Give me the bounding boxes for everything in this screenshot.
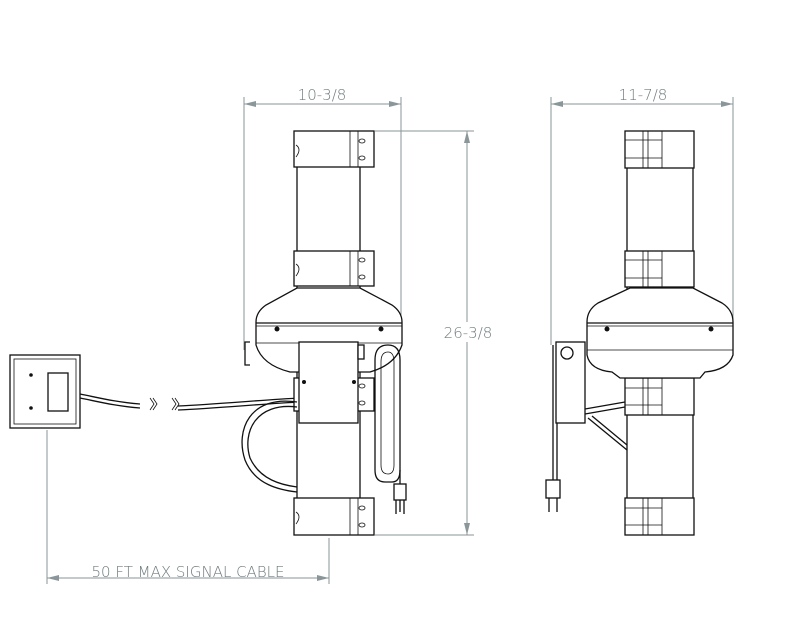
collar-bottom bbox=[293, 497, 375, 536]
control-box bbox=[298, 341, 359, 424]
fan-side-view bbox=[241, 130, 407, 536]
fan-front-view bbox=[545, 130, 734, 536]
signal-cable-left bbox=[79, 393, 141, 405]
front-collar-bottom bbox=[624, 497, 695, 536]
front-collar-top bbox=[624, 130, 695, 169]
signal-cable-right bbox=[177, 397, 301, 407]
dimension-signal-cable: 50 FT MAX SIGNAL CABLE bbox=[46, 430, 330, 584]
front-collar-middle bbox=[624, 250, 695, 288]
remote-controller bbox=[9, 354, 301, 429]
front-switch bbox=[560, 346, 574, 360]
power-plug bbox=[393, 483, 407, 501]
front-power-plug bbox=[545, 479, 561, 499]
front-width-label: 11-7/8 bbox=[619, 86, 668, 104]
dimension-front-width: 11-7/8 bbox=[550, 86, 734, 345]
dimension-height: 26-3/8 bbox=[375, 130, 496, 536]
switch bbox=[357, 344, 365, 360]
fan-housing bbox=[255, 287, 403, 373]
mounting-bracket bbox=[244, 341, 250, 366]
side-width-label: 10-3/8 bbox=[298, 86, 347, 104]
dimension-side-width: 10-3/8 bbox=[243, 86, 402, 350]
collar-middle bbox=[293, 250, 375, 287]
cable-break-right bbox=[171, 397, 180, 411]
cable-break-left bbox=[149, 397, 158, 411]
collar-top bbox=[293, 130, 375, 168]
front-fan-housing bbox=[586, 287, 734, 379]
signal-cable-label: 50 FT MAX SIGNAL CABLE bbox=[92, 563, 285, 581]
front-collar-lower bbox=[624, 377, 695, 416]
height-label: 26-3/8 bbox=[444, 324, 493, 342]
controller-switch bbox=[47, 372, 69, 412]
